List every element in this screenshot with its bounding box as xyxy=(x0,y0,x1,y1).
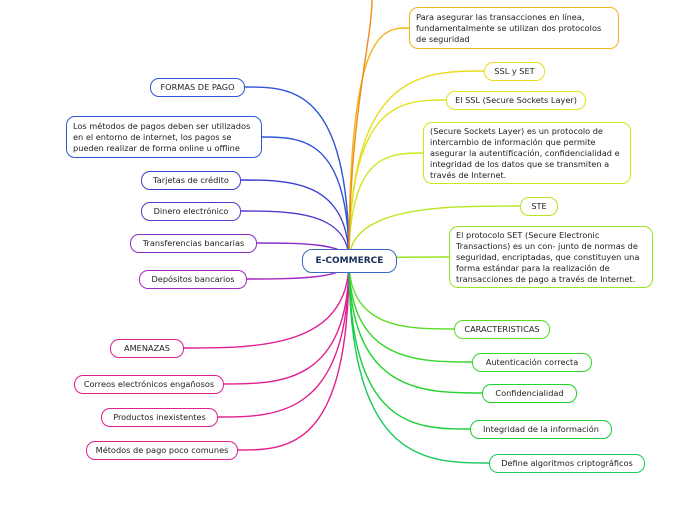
node-metodos-pago-desc[interactable]: Los métodos de pagos deben ser utilizado… xyxy=(66,116,262,158)
central-topic-label: E-COMMERCE xyxy=(315,255,384,266)
node-confidencialidad[interactable]: Confidencialidad xyxy=(482,384,577,403)
link-formas-de-pago xyxy=(244,86,350,262)
link-ste xyxy=(348,205,521,262)
link-confidencialidad xyxy=(348,260,483,394)
link-correos-enganosos xyxy=(223,260,350,385)
node-amenazas[interactable]: AMENAZAS xyxy=(110,339,184,358)
link-asegurar-transacciones xyxy=(348,27,410,262)
node-caracteristicas[interactable]: CARACTERISTICAS xyxy=(454,320,550,339)
link-tarjetas-credito xyxy=(240,179,350,262)
node-productos-inexistentes[interactable]: Productos inexistentes xyxy=(101,408,218,427)
node-ste[interactable]: STE xyxy=(520,197,558,216)
link-algoritmos xyxy=(348,260,490,464)
link-metodos-poco-comunes xyxy=(237,260,350,451)
node-formas-de-pago[interactable]: FORMAS DE PAGO xyxy=(150,78,245,97)
node-integridad[interactable]: Integridad de la información xyxy=(470,420,612,439)
node-transferencias[interactable]: Transferencias bancarias xyxy=(130,234,257,253)
node-metodos-poco-comunes[interactable]: Métodos de pago poco comunes xyxy=(86,441,238,460)
link-amenazas xyxy=(183,260,350,349)
link-ssl-descripcion xyxy=(348,152,424,262)
link-metodos-pago-desc xyxy=(261,136,350,262)
link-caracteristicas xyxy=(348,260,455,330)
link-productos-inexistentes xyxy=(217,260,350,418)
node-tarjetas-credito[interactable]: Tarjetas de crédito xyxy=(141,171,241,190)
node-autenticacion[interactable]: Autenticación correcta xyxy=(472,353,592,372)
node-ssl-y-set[interactable]: SSL y SET xyxy=(484,62,545,81)
node-algoritmos[interactable]: Define algoritmos criptográficos xyxy=(489,454,645,473)
link-dinero-electronico xyxy=(240,210,350,262)
node-depositos[interactable]: Depósitos bancarios xyxy=(139,270,247,289)
central-topic[interactable]: E-COMMERCE xyxy=(302,249,397,273)
node-el-ssl[interactable]: El SSL (Secure Sockets Layer) xyxy=(446,91,586,110)
link-autenticacion xyxy=(348,260,473,363)
link-integridad xyxy=(348,260,471,430)
link-top-offscreen xyxy=(348,0,373,262)
node-dinero-electronico[interactable]: Dinero electrónico xyxy=(141,202,241,221)
link-el-ssl xyxy=(348,99,447,262)
node-set-descripcion[interactable]: El protocolo SET (Secure Electronic Tran… xyxy=(449,226,653,288)
node-asegurar-transacciones[interactable]: Para asegurar las transacciones en línea… xyxy=(409,7,619,49)
node-ssl-descripcion[interactable]: (Secure Sockets Layer) es un protocolo d… xyxy=(423,122,631,184)
node-correos-enganosos[interactable]: Correos electrónicos engañosos xyxy=(74,375,224,394)
